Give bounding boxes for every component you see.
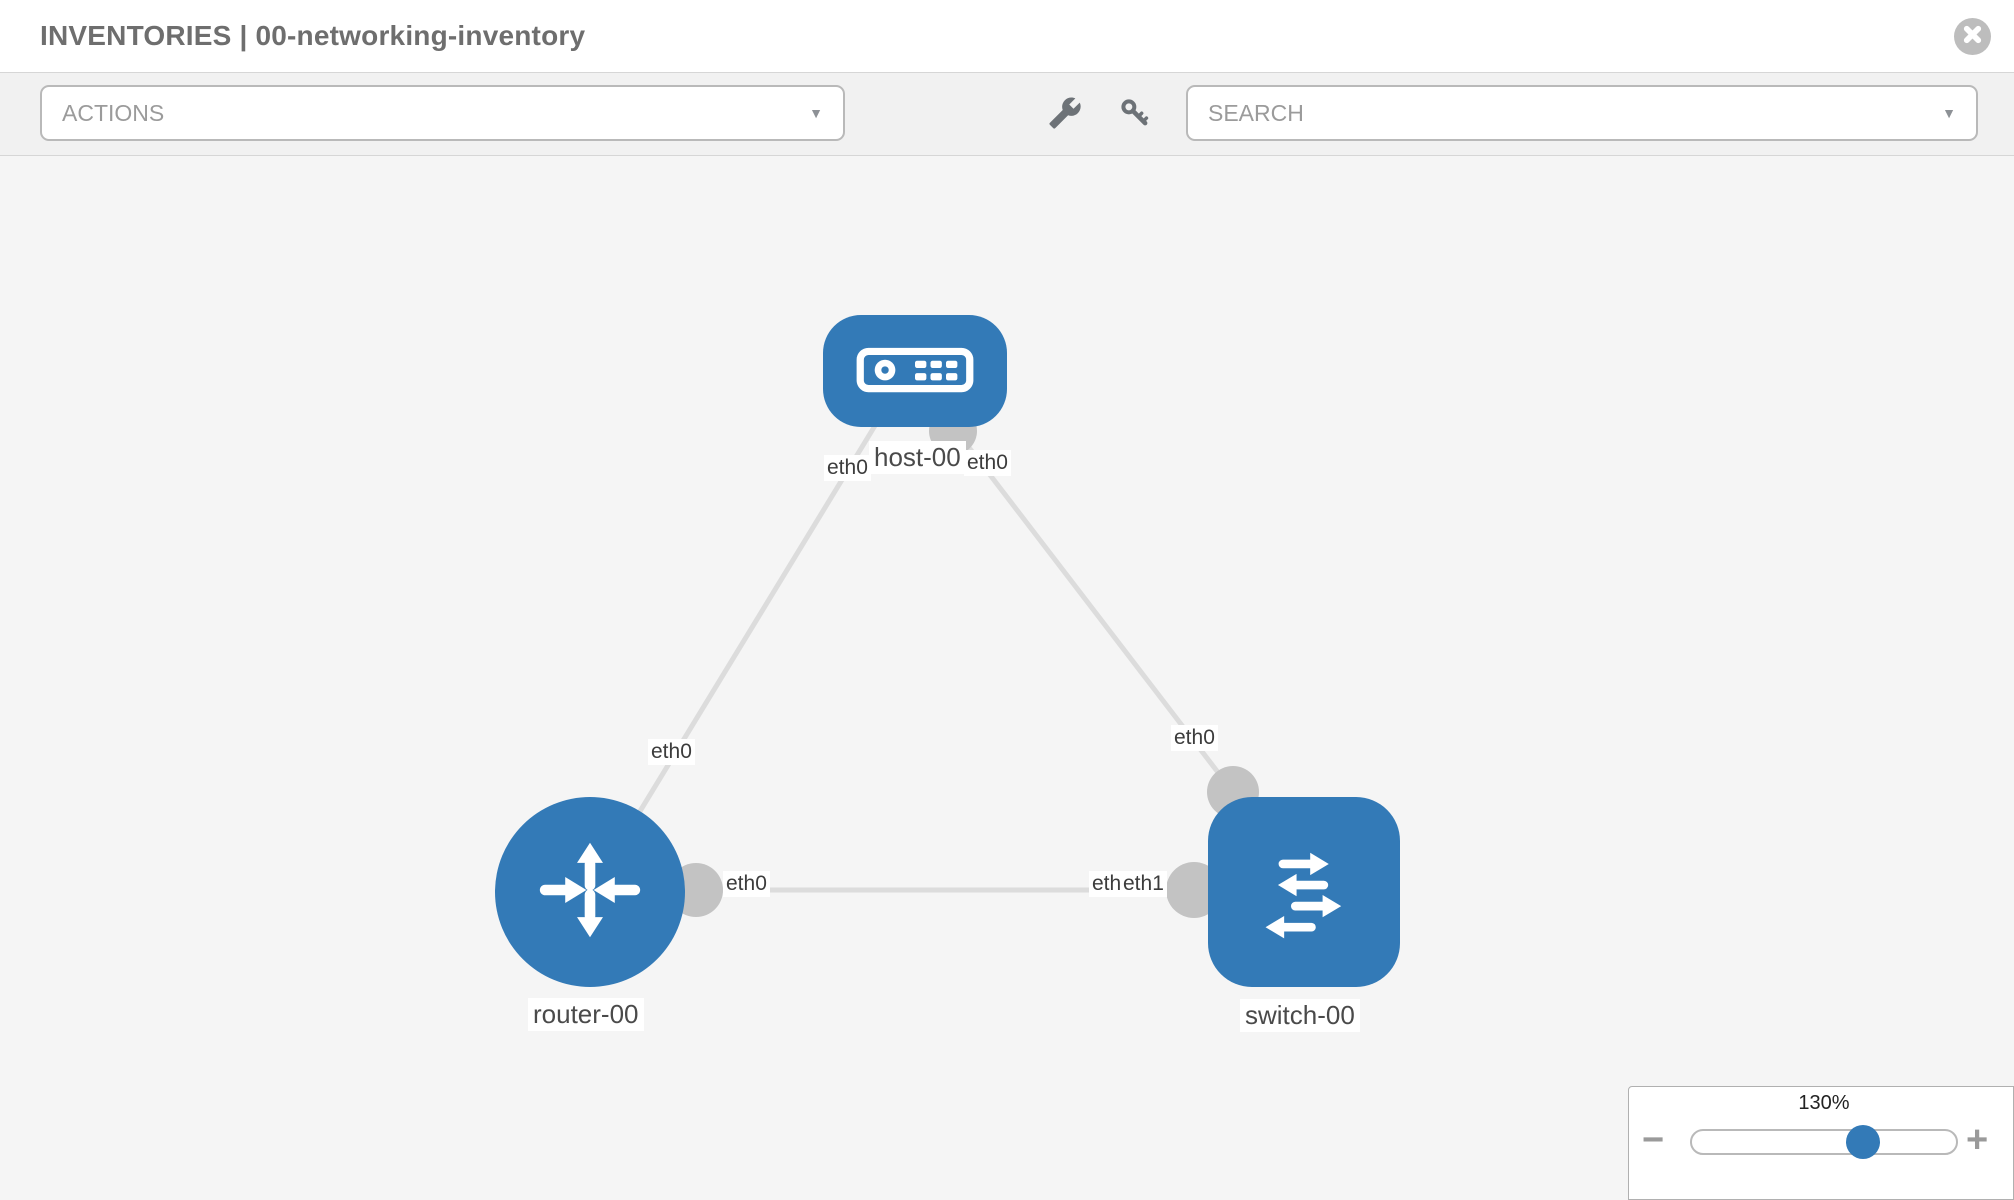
close-button[interactable] — [1954, 18, 1991, 55]
switch-arrows-icon — [1241, 828, 1367, 957]
port-label-switch-eth1-left: eth1 — [1120, 871, 1167, 897]
zoom-slider-track[interactable] — [1690, 1129, 1958, 1155]
node-switch-00[interactable] — [1208, 797, 1400, 987]
port-label-host-eth0-right: eth0 — [964, 450, 1011, 476]
zoom-in-button[interactable]: + — [1966, 1119, 1989, 1161]
zoom-out-button[interactable]: − — [1642, 1119, 1665, 1161]
node-label-host-00: host-00 — [869, 441, 966, 474]
chevron-down-icon: ▼ — [1942, 105, 1956, 121]
router-arrows-icon — [531, 831, 649, 954]
actions-dropdown[interactable]: ACTIONS ▼ — [40, 85, 845, 141]
wrench-icon — [1048, 96, 1082, 135]
wrench-button[interactable] — [1042, 92, 1088, 138]
node-label-router-00: router-00 — [528, 998, 644, 1031]
page-title: INVENTORIES | 00-networking-inventory — [40, 20, 586, 51]
node-label-switch-00: switch-00 — [1240, 999, 1360, 1032]
port-label-router-eth0-right: eth0 — [723, 871, 770, 897]
node-router-00[interactable] — [495, 797, 685, 987]
search-placeholder: SEARCH — [1208, 99, 1304, 126]
key-button[interactable] — [1112, 92, 1158, 138]
chevron-down-icon: ▼ — [809, 105, 823, 121]
zoom-slider-handle[interactable] — [1846, 1125, 1880, 1159]
actions-dropdown-label: ACTIONS — [62, 99, 165, 126]
search-dropdown[interactable]: SEARCH ▼ — [1186, 85, 1978, 141]
server-icon — [852, 338, 978, 405]
zoom-level-value: 130% — [1798, 1092, 1850, 1114]
port-label-router-eth0-top: eth0 — [648, 739, 695, 765]
header: INVENTORIES | 00-networking-inventory — [0, 0, 2014, 73]
key-icon — [1119, 97, 1151, 134]
edge-lines — [589, 422, 1302, 893]
node-host-00[interactable] — [823, 315, 1007, 427]
port-label-host-eth0-left: eth0 — [824, 455, 871, 481]
edge-connector-dots — [669, 407, 1259, 918]
port-label-switch-eth0-top: eth0 — [1171, 725, 1218, 751]
close-icon — [1961, 23, 1984, 51]
toolbar: ACTIONS ▼ SE — [0, 73, 2014, 156]
